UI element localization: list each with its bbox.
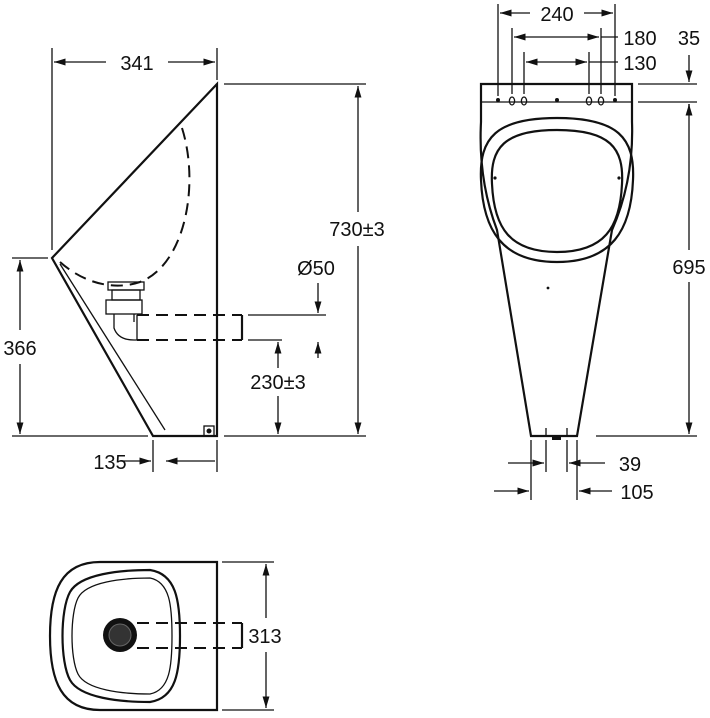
side-body-outline [50,81,219,438]
top-bowl-outer [61,568,182,704]
top-bowl-inner [71,577,173,695]
front-bowl-opening [479,116,635,264]
drain-fitting-side [105,281,145,341]
outlet-pipe-side [136,314,244,341]
front-view: 240 180 130 35 695 39 105 [479,4,706,504]
dim-side-width: 341 [120,53,153,75]
dim-hole-spacing-130: 130 [623,53,656,75]
dim-side-height: 730±3 [329,219,384,241]
dim-side-lower-height: 366 [3,338,36,360]
dim-bottom-outer: 105 [620,482,653,504]
dim-hole-spacing-180: 180 [623,28,656,50]
front-bowl-inner [490,128,624,254]
dim-front-body-height: 695 [672,257,705,279]
side-bowl-hidden [59,127,191,287]
front-body-outline [479,82,634,438]
dim-pipe-diameter: Ø50 [297,258,335,280]
top-body-outline [48,560,219,712]
dim-bottom-width: 39 [619,454,641,476]
dim-top-depth: 313 [248,626,281,648]
side-view: 341 730±3 366 135 Ø50 230±3 [3,48,385,474]
dim-side-base-depth: 135 [93,452,126,474]
dim-pipe-height: 230±3 [250,372,305,394]
mounting-holes [496,96,617,106]
dim-top-offset: 35 [678,28,700,50]
top-view: 313 [48,560,282,712]
dim-front-top-width: 240 [540,4,573,26]
